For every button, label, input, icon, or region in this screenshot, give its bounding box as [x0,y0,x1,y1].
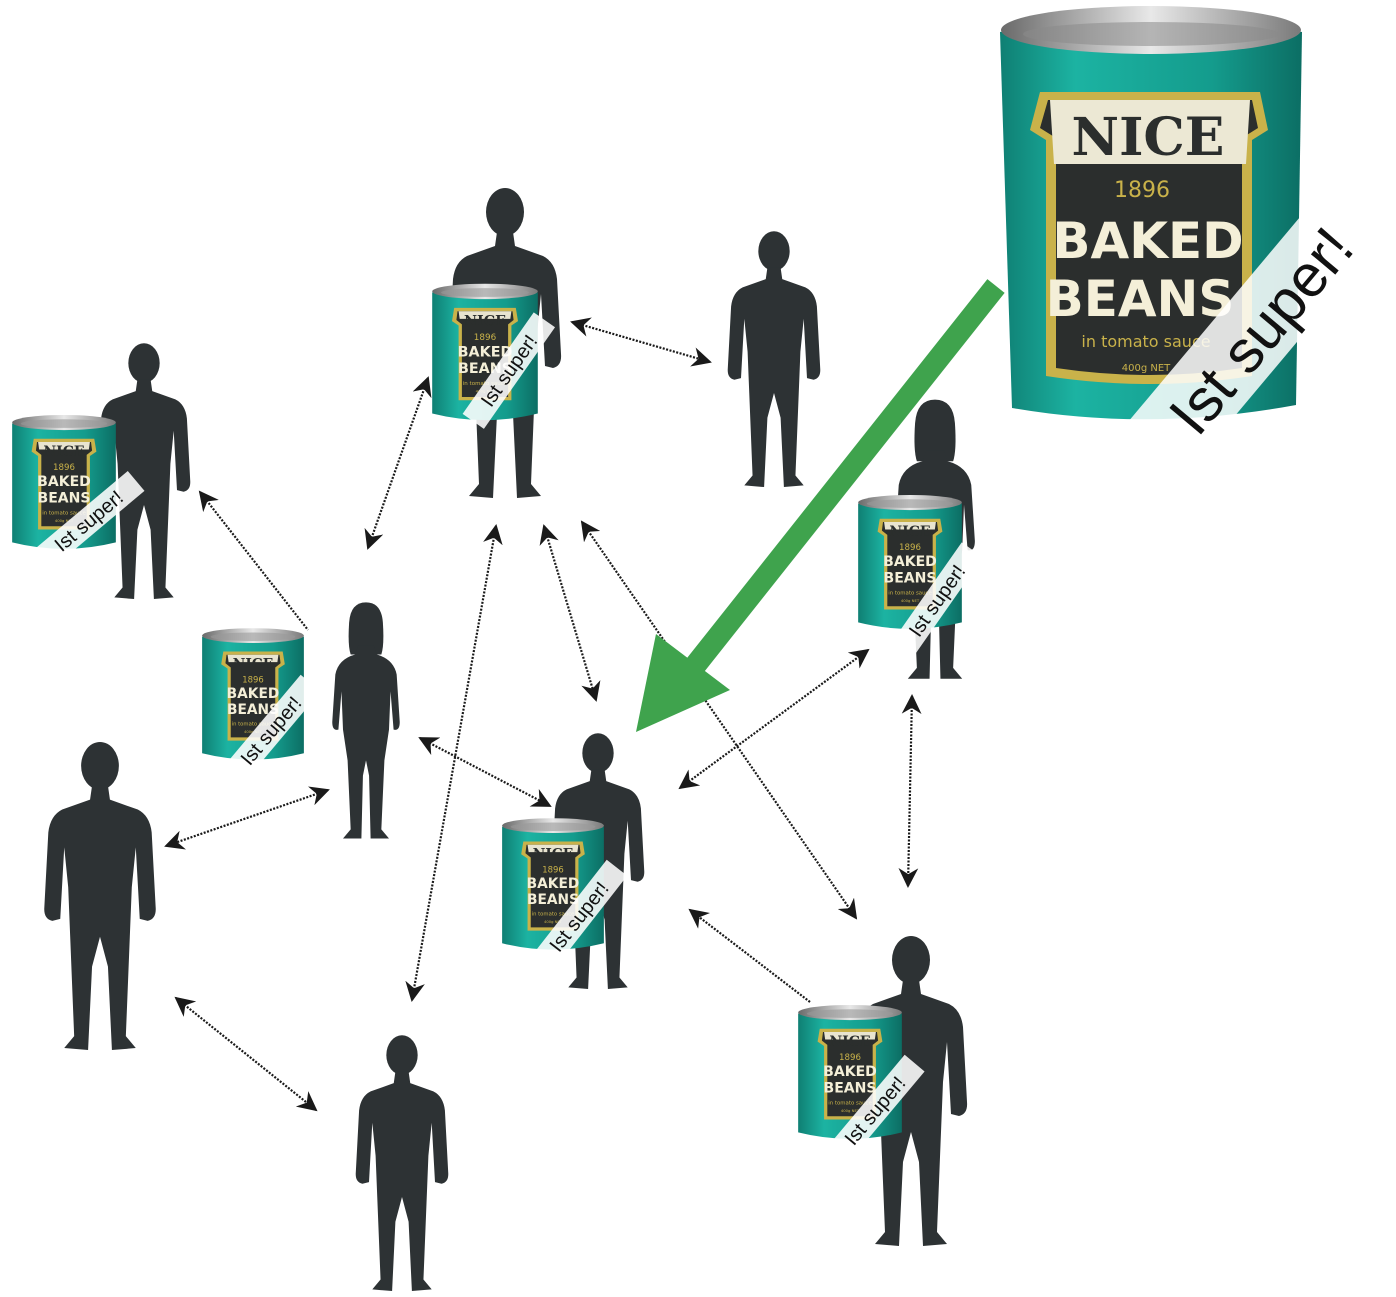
held-can-p4: Ist super! [858,494,984,659]
held-can-p1: Ist super! [432,283,556,429]
connections-layer [164,317,922,1112]
person-p2 [727,231,821,488]
connector-p7-p8 [174,996,318,1112]
connector-p1-p6 [539,524,601,702]
hero-year-text: 1896 [1114,178,1170,203]
connector-p4-p9 [898,694,922,888]
hero-can: NICE 1896 BAKED BEANS in tomato sauce 40… [1000,6,1394,480]
hero-line2-text: BEANS [1046,270,1235,328]
hero-brand-text: NICE [1072,107,1225,168]
connector-p1-p2 [570,317,712,367]
connector-p9-p6 [688,908,811,1003]
hero-subtitle-text: in tomato sauce [1081,332,1210,351]
promo-arrow [636,279,1005,732]
connector-p5-p7 [164,786,330,850]
person-p5 [332,602,400,839]
held-can-p5: Ist super! [202,628,321,787]
connector-p3-p5 [198,490,309,631]
person-p7 [44,741,156,1051]
hero-line1-text: BAKED [1052,212,1243,270]
hero-weight-text: 400g NET [1122,363,1171,374]
held-can-p9: Ist super! [798,1004,925,1167]
connector-p4-p6 [678,648,870,790]
connector-p1-p8 [405,524,503,1002]
connector-p5-p6 [418,737,552,807]
held-cans-layer: Ist super! Ist super! Ist super! Ist sup… [12,283,984,1167]
connector-p1-p5 [364,376,432,550]
person-p8 [355,1035,449,1292]
held-can-p6: Ist super! [502,818,628,974]
